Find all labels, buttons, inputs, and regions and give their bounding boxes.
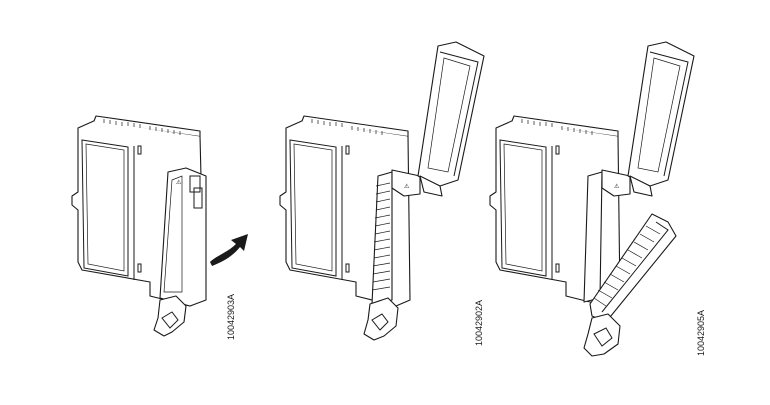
module-step-3: ⚠ xyxy=(489,41,695,357)
figure-code-step-1: 10042903A xyxy=(226,293,236,340)
svg-text:⚠: ⚠ xyxy=(176,179,182,186)
figure-code-step-2: 10042902A xyxy=(474,299,484,346)
rotate-arrow-icon xyxy=(210,234,248,266)
module-step-1: ⚠ xyxy=(71,115,207,337)
module-step-2: ⚠ xyxy=(279,41,485,341)
svg-text:⚠: ⚠ xyxy=(614,183,620,190)
figure-code-step-3: 10042905A xyxy=(696,309,706,356)
svg-text:⚠: ⚠ xyxy=(404,183,410,190)
